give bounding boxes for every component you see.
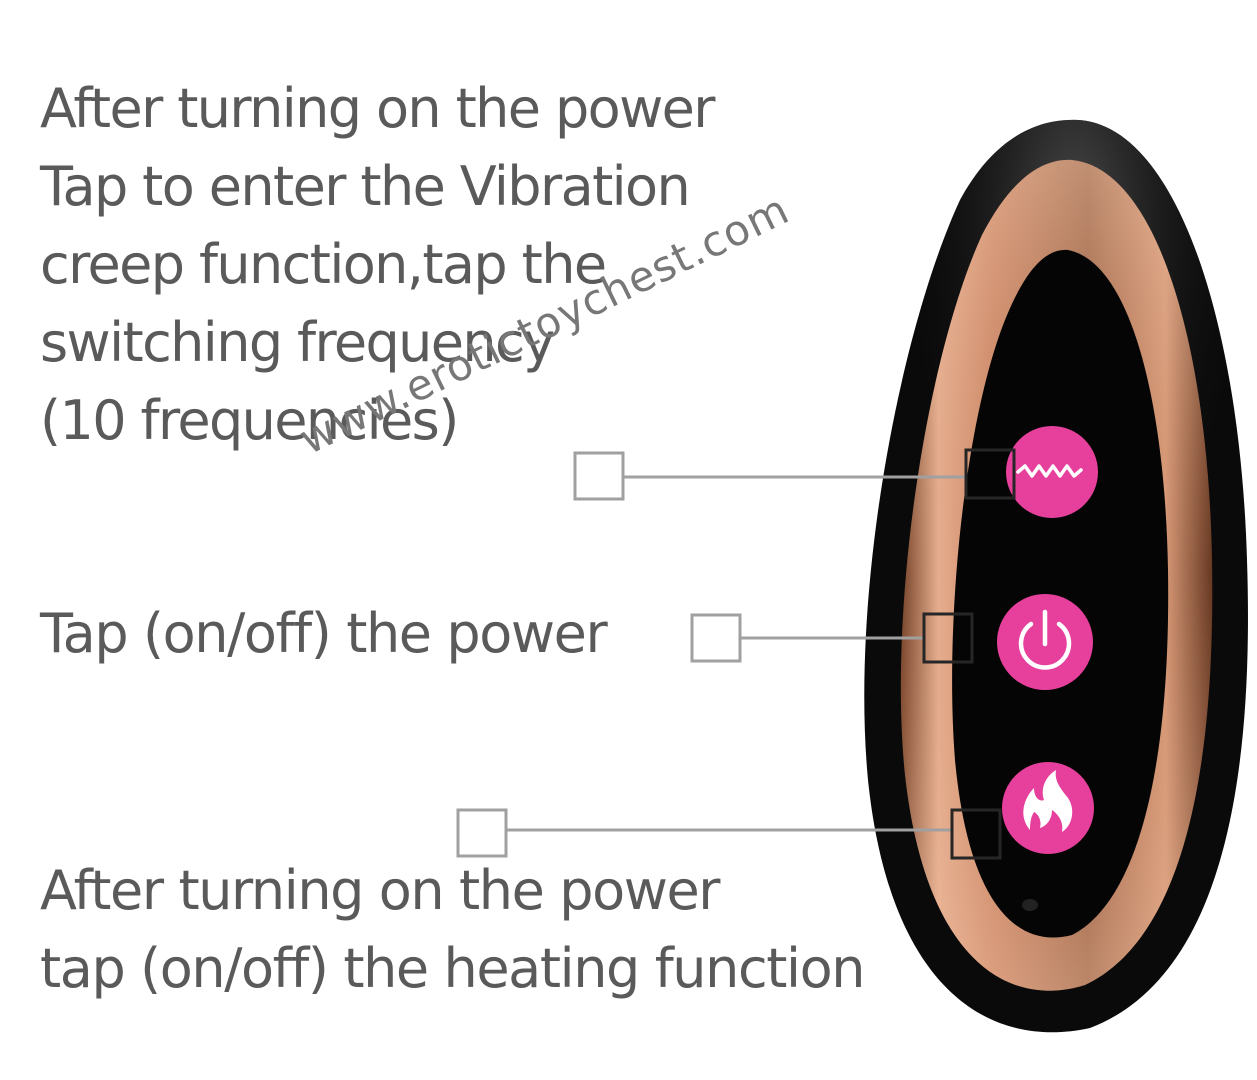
heating-line-1: After turning on the power (40, 852, 864, 930)
heating-button[interactable] (1002, 762, 1094, 854)
vibration-line-1: After turning on the power (40, 70, 714, 148)
heating-line-2: tap (on/off) the heating function (40, 930, 864, 1008)
vibration-button[interactable] (1006, 426, 1098, 518)
heating-description: After turning on the power tap (on/off) … (40, 852, 864, 1008)
power-line-1: Tap (on/off) the power (40, 595, 606, 673)
vibration-line-2: Tap to enter the Vibration (40, 148, 714, 226)
power-button[interactable] (997, 594, 1093, 690)
power-description: Tap (on/off) the power (40, 595, 606, 673)
